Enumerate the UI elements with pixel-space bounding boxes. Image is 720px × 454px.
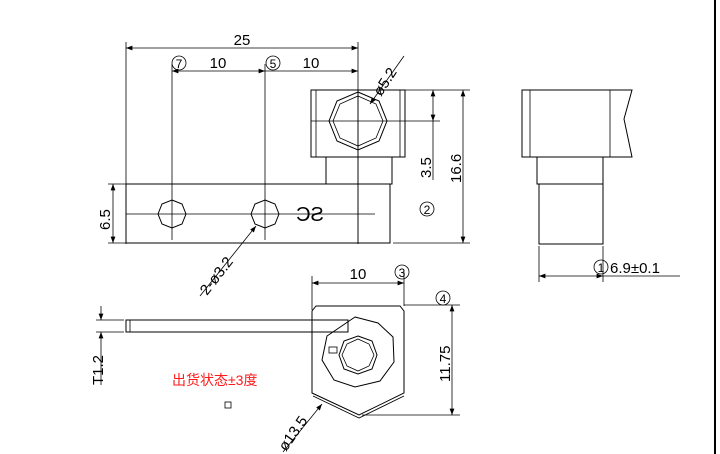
side-neck xyxy=(536,156,604,185)
side-view: 1 6.9±0.1 xyxy=(521,0,716,454)
marker-3: 3 xyxy=(399,266,406,280)
spring-coil xyxy=(321,316,395,388)
hole-left xyxy=(157,199,187,229)
dim-bottom-height: 11.75 xyxy=(437,346,454,382)
dim-thickness: T1.2 xyxy=(90,355,107,385)
part-marking: SC xyxy=(296,204,324,226)
side-base xyxy=(538,183,604,245)
dim-pitch-left: 10 xyxy=(210,55,227,72)
marker-7-circle xyxy=(171,55,187,71)
marker-1: 1 xyxy=(598,261,605,275)
marker-5: 5 xyxy=(270,57,277,71)
dim-bottom-width: 10 xyxy=(350,266,367,283)
dim-outer-diameter: ø13.5 xyxy=(275,413,311,454)
dim-hole-diameter: 2-ø3.2 xyxy=(197,254,237,299)
hole-right xyxy=(250,199,280,229)
dim-base-height: 6.5 xyxy=(97,209,114,230)
marker-2: 2 xyxy=(424,203,431,217)
marker-7: 7 xyxy=(176,57,183,71)
shipping-state-note: 出货状态±3度 xyxy=(172,372,257,388)
marker-1-circle xyxy=(593,259,609,275)
hex-body xyxy=(311,305,405,416)
side-housing xyxy=(521,89,633,158)
small-square xyxy=(224,401,232,409)
marker-3-circle xyxy=(394,264,410,280)
bottom-view: 10 3 4 11.75 T1.2 出货状态±3度 ø13.5 xyxy=(90,264,460,454)
spring-arm xyxy=(125,319,349,333)
dim-nut-diameter: ø5.2 xyxy=(370,65,401,99)
marker-2-circle xyxy=(419,201,435,217)
marker-4: 4 xyxy=(440,292,447,306)
dim-pitch-right: 10 xyxy=(303,55,320,72)
neck xyxy=(325,156,393,185)
base-plate xyxy=(125,183,391,244)
nut-octagon xyxy=(328,91,388,151)
dim-overall-height: 16.6 xyxy=(448,154,465,183)
dim-side-width: 6.9±0.1 xyxy=(610,260,660,277)
front-view: 25 10 10 7 5 SC ø5.2 3.5 16. xyxy=(97,32,470,298)
spring-inner xyxy=(338,335,378,375)
dim-nut-offset: 3.5 xyxy=(418,157,435,178)
marker-5-circle xyxy=(265,55,281,71)
dim-overall-width: 25 xyxy=(234,32,251,49)
